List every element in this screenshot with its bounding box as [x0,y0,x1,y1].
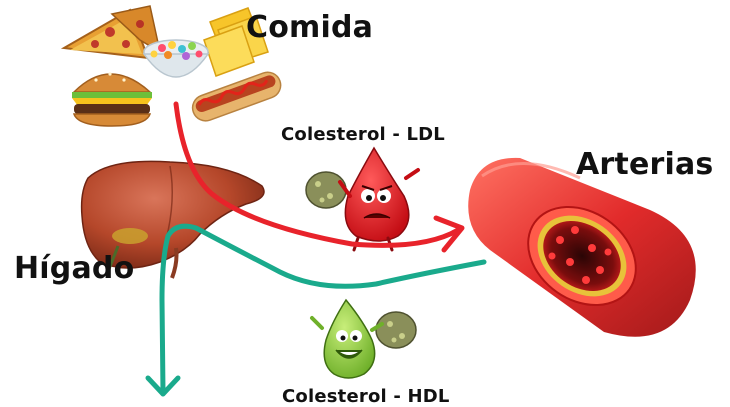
arteries-label: Arterias [576,147,714,182]
hotdog-icon [191,71,282,122]
liver-label: Hígado [14,251,135,286]
cheese-icon [203,7,269,77]
food-group [60,5,282,127]
liver-icon [80,160,265,279]
pizza-icon [60,5,162,60]
hdl-character-icon [310,298,417,379]
burger-icon [72,72,152,127]
cereal-bowl-icon [142,39,210,78]
artery-icon [468,157,696,337]
ldl-character-icon [305,146,420,252]
hdl-label: Colesterol - HDL [282,386,450,407]
hdl-arrow [145,223,487,397]
food-label: Comida [246,10,374,45]
ldl-label: Colesterol - LDL [281,124,445,145]
ldl-arrow [173,101,465,253]
